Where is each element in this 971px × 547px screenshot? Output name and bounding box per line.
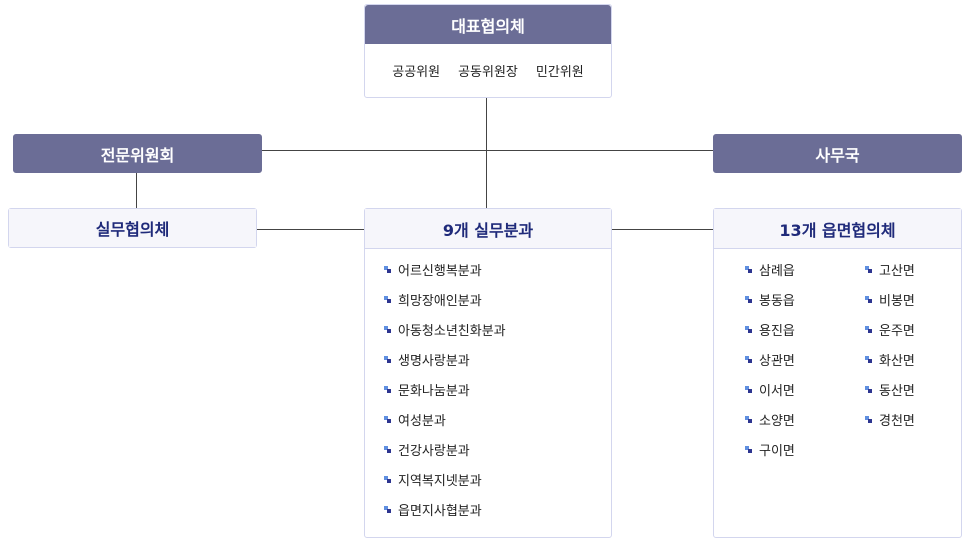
list-item: 지역복지넷분과 <box>384 464 506 494</box>
list-item-label: 문화나눔분과 <box>398 383 470 399</box>
list-item: 생명사랑분과 <box>384 344 506 374</box>
list-item: 구이면 <box>745 434 795 464</box>
bullet-icon <box>745 355 752 363</box>
secretariat: 사무국 <box>713 134 962 173</box>
list-item: 건강사랑분과 <box>384 434 506 464</box>
list-item: 봉동읍 <box>745 284 795 314</box>
bullet-icon <box>384 505 391 513</box>
bullet-icon <box>384 325 391 333</box>
list-item: 읍면지사협분과 <box>384 494 506 524</box>
list-item: 어르신행복분과 <box>384 254 506 284</box>
members: 공공위원 공동위원장 민간위원 <box>365 44 611 80</box>
list-item-label: 여성분과 <box>398 413 446 429</box>
list-item: 경천면 <box>865 404 915 434</box>
bullet-icon <box>745 445 752 453</box>
list-item: 희망장애인분과 <box>384 284 506 314</box>
working-council-title: 실무협의체 <box>9 209 256 247</box>
list-item-label: 운주면 <box>879 323 915 339</box>
list-item-label: 건강사랑분과 <box>398 443 470 459</box>
list-item-label: 지역복지넷분과 <box>398 473 482 489</box>
working-council: 실무협의체 <box>8 208 257 248</box>
list-item: 운주면 <box>865 314 915 344</box>
list-item: 여성분과 <box>384 404 506 434</box>
representative-council-title: 대표협의체 <box>365 5 611 44</box>
list-item: 동산면 <box>865 374 915 404</box>
list-item-label: 상관면 <box>759 353 795 369</box>
connector <box>257 229 364 230</box>
list-item: 용진읍 <box>745 314 795 344</box>
list-item-label: 용진읍 <box>759 323 795 339</box>
bullet-icon <box>865 415 872 423</box>
township-councils-title: 13개 읍면협의체 <box>714 209 961 249</box>
list-item-label: 고산면 <box>879 263 915 279</box>
bullet-icon <box>384 445 391 453</box>
list-item-label: 아동청소년친화분과 <box>398 323 506 339</box>
list-item-label: 동산면 <box>879 383 915 399</box>
list-item-label: 삼례읍 <box>759 263 795 279</box>
member: 민간위원 <box>535 65 584 80</box>
bullet-icon <box>384 475 391 483</box>
list-item-label: 이서면 <box>759 383 795 399</box>
list-item: 상관면 <box>745 344 795 374</box>
list-item-label: 비봉면 <box>879 293 915 309</box>
list-item-label: 경천면 <box>879 413 915 429</box>
bullet-icon <box>745 325 752 333</box>
bullet-icon <box>745 265 752 273</box>
subcommittees-title: 9개 실무분과 <box>365 209 611 249</box>
list-item: 화산면 <box>865 344 915 374</box>
bullet-icon <box>745 295 752 303</box>
list-item: 삼례읍 <box>745 254 795 284</box>
bullet-icon <box>384 415 391 423</box>
bullet-icon <box>865 325 872 333</box>
bullet-icon <box>745 415 752 423</box>
bullet-icon <box>865 295 872 303</box>
list-item: 비봉면 <box>865 284 915 314</box>
list-item-label: 봉동읍 <box>759 293 795 309</box>
bullet-icon <box>745 385 752 393</box>
list-item-label: 생명사랑분과 <box>398 353 470 369</box>
member: 공동위원장 <box>458 65 518 80</box>
bullet-icon <box>384 295 391 303</box>
list-item: 고산면 <box>865 254 915 284</box>
bullet-icon <box>384 355 391 363</box>
list-item-label: 구이면 <box>759 443 795 459</box>
bullet-icon <box>865 265 872 273</box>
member: 공공위원 <box>392 65 441 80</box>
list-item-label: 소양면 <box>759 413 795 429</box>
list-item: 문화나눔분과 <box>384 374 506 404</box>
list-item-label: 희망장애인분과 <box>398 293 482 309</box>
bullet-icon <box>865 385 872 393</box>
connector <box>262 150 713 151</box>
bullet-icon <box>865 355 872 363</box>
list-item-label: 읍면지사협분과 <box>398 503 482 519</box>
bullet-icon <box>384 265 391 273</box>
list-item: 아동청소년친화분과 <box>384 314 506 344</box>
list-item-label: 어르신행복분과 <box>398 263 482 279</box>
representative-council: 대표협의체 공공위원 공동위원장 민간위원 <box>364 4 612 98</box>
list-item: 이서면 <box>745 374 795 404</box>
connector <box>612 229 713 230</box>
list-item: 소양면 <box>745 404 795 434</box>
connector <box>486 98 487 208</box>
list-item-label: 화산면 <box>879 353 915 369</box>
connector <box>136 173 137 208</box>
expert-committee: 전문위원회 <box>13 134 262 173</box>
bullet-icon <box>384 385 391 393</box>
